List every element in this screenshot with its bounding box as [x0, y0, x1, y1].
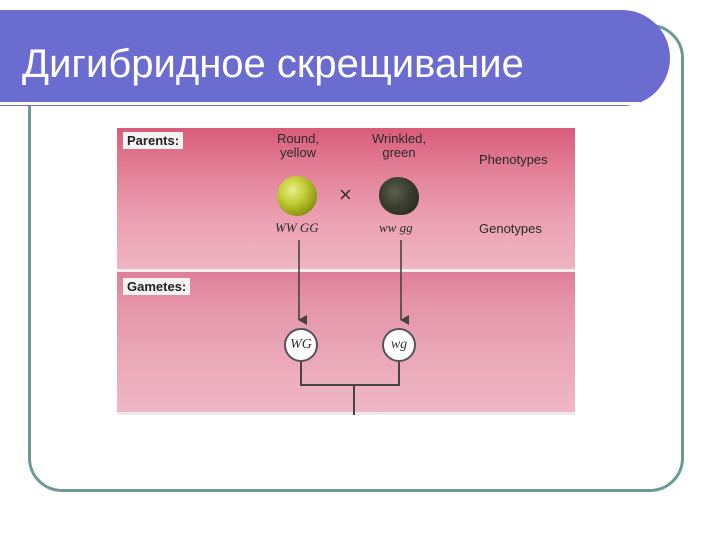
- parent1-phenotype-line2: yellow: [279, 145, 317, 160]
- title-bar: Дигибридное скрещивание: [0, 10, 670, 106]
- gamete-wg-recessive: wg: [382, 328, 416, 362]
- parent2-phenotype-line1: Wrinkled,: [372, 131, 426, 146]
- round-yellow-pea-image: [277, 176, 317, 216]
- section-divider: [117, 269, 575, 272]
- gamete-join-bracket: [300, 362, 400, 386]
- figure-bottom-line: [117, 412, 575, 415]
- gametes-label: Gametes:: [123, 278, 191, 295]
- parent1-genotype: WW GG: [275, 220, 319, 235]
- title-underline: [0, 102, 640, 105]
- cross-symbol: ×: [339, 182, 352, 207]
- gametes-band: [117, 272, 575, 415]
- wrinkled-green-pea-image: [379, 177, 419, 215]
- genotypes-label: Genotypes: [479, 221, 542, 236]
- parent1-phenotype-line1: Round,: [277, 131, 319, 146]
- slide-title: Дигибридное скрещивание: [22, 42, 524, 86]
- phenotypes-label: Phenotypes: [479, 152, 548, 167]
- parents-label: Parents:: [123, 132, 184, 149]
- parent1-phenotype: Round, yellow: [265, 132, 331, 160]
- parent2-phenotype-line2: green: [382, 145, 416, 160]
- cross-arrows: [298, 240, 409, 415]
- gamete-wg-dominant: WG: [284, 328, 318, 362]
- parent2-phenotype: Wrinkled, green: [361, 132, 437, 160]
- parent2-genotype: ww gg: [379, 220, 413, 235]
- dihybrid-cross-figure: Parents: Gametes: Round, yellow Wrinkled…: [117, 128, 575, 415]
